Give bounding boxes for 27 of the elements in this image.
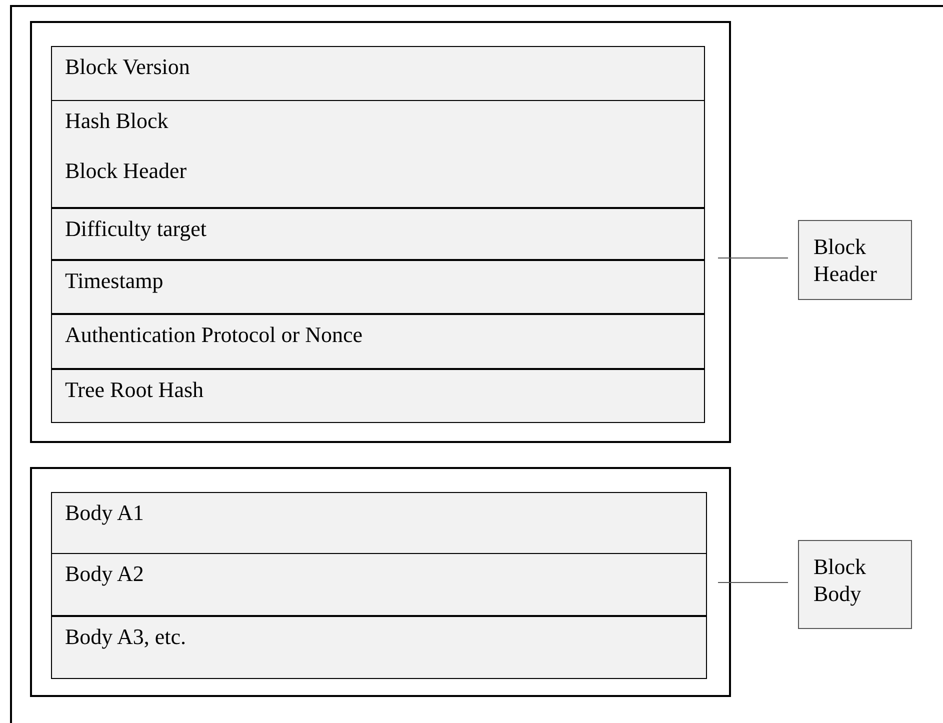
field-label: Body A3, etc. — [65, 623, 187, 650]
field-row — [51, 553, 707, 616]
field-label: Block Header — [65, 156, 188, 184]
section-label: Block Body — [814, 552, 868, 608]
section-box — [30, 20, 730, 442]
section-label: Block Header — [814, 232, 878, 288]
field-row — [51, 208, 705, 260]
field-row — [51, 314, 705, 369]
field-row — [51, 46, 705, 101]
connector-line — [718, 582, 788, 583]
field-label: Hash Block — [65, 107, 170, 134]
field-label: Difficulty target — [65, 215, 208, 242]
outer-frame — [10, 5, 943, 723]
field-label: Authentication Protocol or Nonce — [65, 321, 364, 348]
section-label-box — [798, 540, 912, 628]
section-label-box — [798, 220, 912, 300]
field-row — [51, 616, 707, 679]
field-row — [51, 369, 705, 423]
field-row — [51, 100, 705, 208]
field-label: Body A2 — [65, 560, 145, 588]
field-label: Block Version — [65, 53, 191, 80]
field-label: Tree Root Hash — [65, 376, 205, 404]
field-row — [51, 492, 707, 554]
field-row — [51, 260, 705, 314]
field-label: Timestamp — [65, 267, 164, 294]
section-box — [30, 466, 730, 696]
field-label: Body A1 — [65, 499, 145, 526]
